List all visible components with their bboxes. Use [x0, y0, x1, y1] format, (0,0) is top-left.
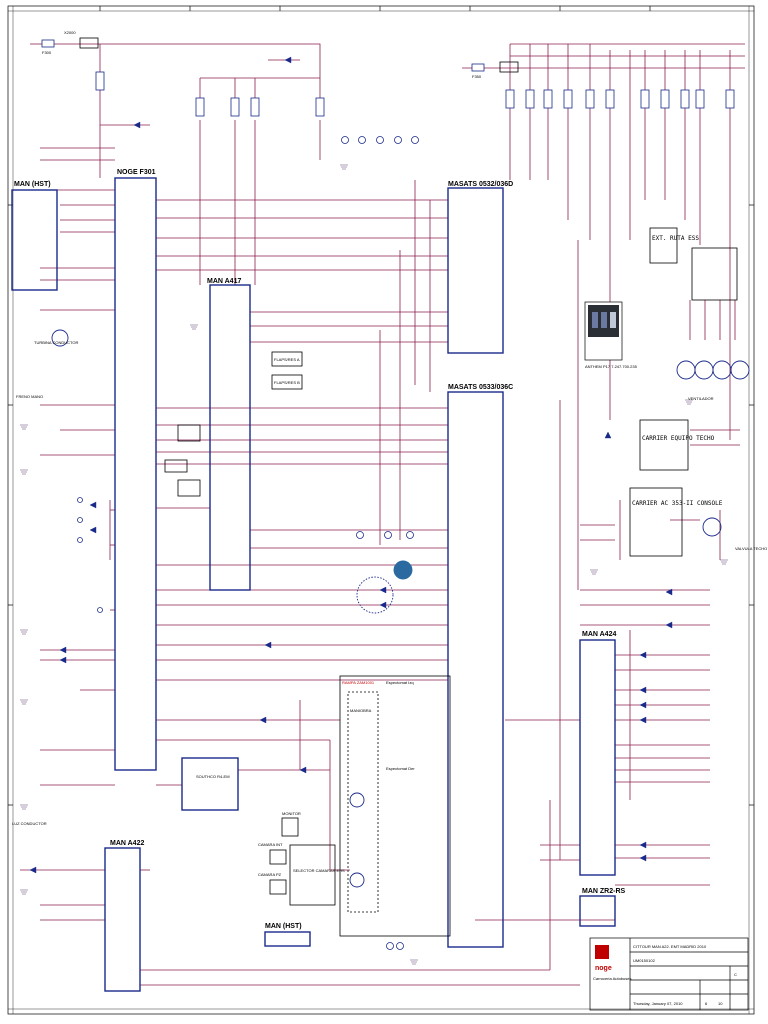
tb-subtitle: Carroceria Autobuses: [593, 976, 631, 981]
sensor-box: [691, 247, 738, 301]
valvula-label: VALVULA TECHO: [735, 546, 767, 551]
rampa-box: [339, 675, 451, 937]
rampa-dashed: [347, 691, 379, 913]
tb-sheet: 6: [705, 1001, 708, 1006]
flap-a-label: FLAPS/RES A: [274, 357, 300, 362]
man-zr2-box: [579, 895, 616, 927]
selector-box: [289, 844, 336, 906]
x2000-conn-r: [499, 61, 519, 73]
southco-box: [181, 757, 239, 811]
rampa-label: RAMPA ZAM1001: [342, 680, 375, 685]
man-a422-box: [104, 847, 141, 992]
camara-int-label: CAMARA INT: [258, 842, 283, 847]
masats-mid-title: MASATS 0533/036C: [448, 384, 513, 391]
blocks: [11, 177, 616, 992]
fuse-f300-label: F300: [42, 50, 52, 55]
turbina-label: TURBINA CONDUCTOR: [34, 340, 78, 345]
anthem-label: ANTHEM P17 7.247.700.235: [585, 364, 638, 369]
fuses: [41, 39, 735, 117]
man-zr2-title: MAN ZR2-RS: [582, 888, 625, 895]
monitor-label: MONITOR: [282, 811, 301, 816]
man-hst-left-title: MAN (HST): [14, 181, 51, 188]
tb-company: noge: [595, 965, 612, 972]
masats-top-title: MASATS 0532/036D: [448, 181, 513, 188]
x2000-conn: [79, 37, 99, 49]
diodes: [29, 56, 673, 874]
carrier2-box: [629, 487, 683, 557]
carrier2-label: CARRIER AC 353-II CONSOLE: [632, 500, 723, 507]
motors: [51, 329, 750, 888]
southco-label: SOUTHCO R4-EM: [196, 774, 230, 779]
flap-a-box: [271, 351, 303, 367]
title-block-text: CITTOUR MAN A22. EMT MADRID 2010 noge Ca…: [593, 944, 737, 1006]
x2000-label: X2000: [64, 30, 76, 35]
frame: [7, 5, 755, 1015]
tb-drawing-no: UM0150102: [633, 958, 656, 963]
misc-labels: F300 F350 X2000 RAMPA ZAM1001 MANIOBRA E…: [12, 30, 767, 877]
man-a424-title: MAN A424: [582, 631, 616, 638]
grounds: [20, 164, 728, 965]
aux-box-3: [177, 479, 201, 497]
ext-ruta-box: [649, 227, 678, 264]
noge-title: NOGE F301: [117, 169, 156, 176]
espol-izq-label: Espectomat Izq: [386, 680, 414, 685]
camera-pz-box: [269, 879, 287, 895]
man-a422-title: MAN A422: [110, 840, 144, 847]
camera-int-box: [269, 849, 287, 865]
man-a424-box: [579, 639, 616, 876]
man-hst-left-box: [11, 189, 58, 291]
title-block: [589, 937, 749, 1011]
anthem-device: [584, 301, 623, 361]
man-hst-bottom-box: [264, 931, 311, 947]
luz-conductor-label: LUZ CONDUCTOR: [12, 821, 47, 826]
maniobra-label: MANIOBRA: [350, 708, 372, 713]
selector-label: SELECTOR CAMARAS EHS: [293, 868, 345, 873]
freno-label: FRENO MANO: [16, 394, 43, 399]
noge-f301-box: [114, 177, 157, 771]
fuse-f350-label: F350: [472, 74, 482, 79]
block-titles: MAN (HST) NOGE F301 MAN A417 MASATS 0532…: [14, 169, 723, 930]
tb-rev: C: [734, 972, 737, 977]
aux-box-1: [177, 424, 201, 442]
camara-pz-label: CAMARA PZ: [258, 872, 282, 877]
tb-title: CITTOUR MAN A22. EMT MADRID 2010: [633, 944, 707, 949]
flap-b-box: [271, 374, 303, 390]
carrier1-label: CARRIER EQUIPO TECHO: [642, 435, 715, 442]
flap-b-label: FLAPS/RES B: [274, 380, 300, 385]
tb-date: Thursday, January 07, 2010: [633, 1001, 683, 1006]
tb-of: 10: [718, 1001, 723, 1006]
aux-box-2: [164, 459, 188, 473]
ventilador-label: VENTILADOR: [688, 396, 714, 401]
masats-mid-box: [447, 391, 504, 948]
carrier1-box: [639, 419, 689, 471]
ext-ruta-label: EXT. RUTA ESS: [652, 235, 699, 242]
man-a417-title: MAN A417: [207, 278, 241, 285]
lamps: [77, 136, 419, 950]
masats-top-box: [447, 187, 504, 354]
man-hst-bottom-title: MAN (HST): [265, 923, 302, 930]
espol-der-label: Espectomat Der: [386, 766, 415, 771]
man-a417-box: [209, 284, 251, 591]
component-boxes: [79, 37, 738, 937]
monitor-box: [281, 817, 299, 837]
